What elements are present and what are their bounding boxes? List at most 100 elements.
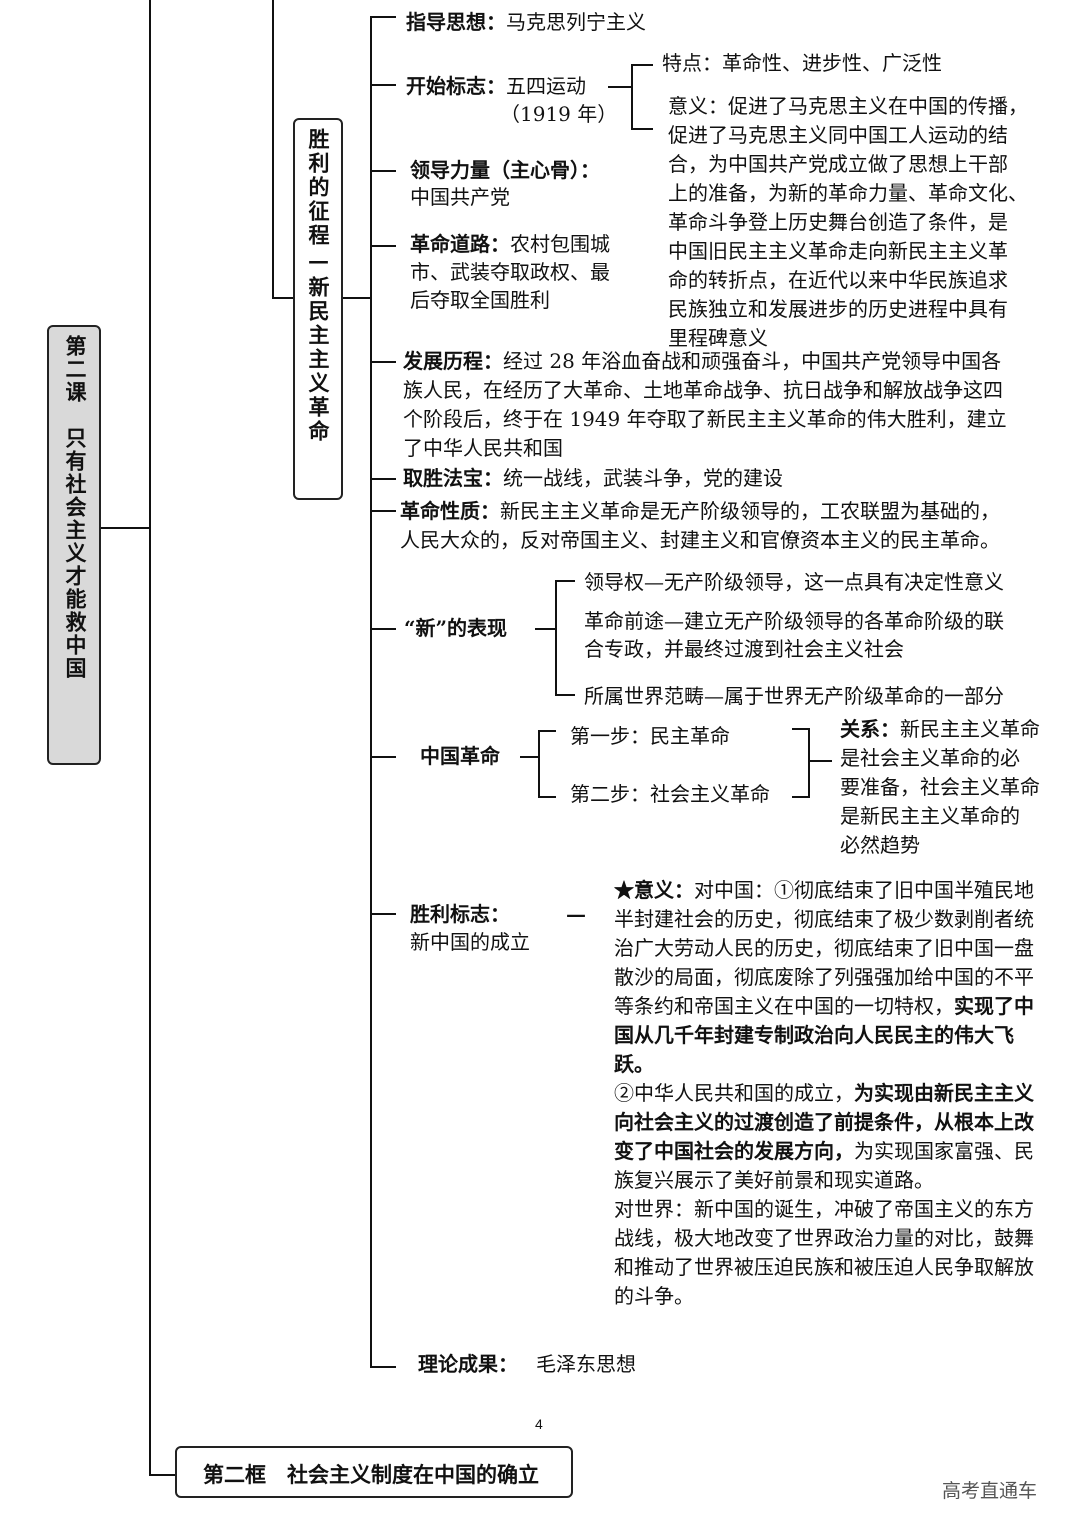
lesson-connector bbox=[101, 527, 150, 529]
start-meaning: 意义：促进了马克思主义在中国的传播， 促进了马克思主义同中国工人运动的结 合，为… bbox=[668, 92, 1028, 353]
china-revolution-step-1: 第一步：民主革命 bbox=[570, 724, 730, 748]
history-line4: 了中华人民共和国 bbox=[403, 436, 563, 460]
start-label: 开始标志： bbox=[406, 74, 506, 98]
lesson-title: 第二课 只有社会主义才能救中国 bbox=[63, 335, 88, 680]
section-connector bbox=[272, 297, 294, 299]
tick-theory bbox=[370, 1366, 396, 1368]
road-node: 革命道路：农村包围城 bbox=[410, 230, 610, 258]
history-node: 发展历程：经过 28 年浴血奋战和顽强奋斗，中国共产党领导中国各 bbox=[403, 347, 1001, 375]
relation-line: 必然趋势 bbox=[840, 833, 920, 857]
start-meaning-line: 上的准备，为新的革命力量、革命文化、 bbox=[668, 181, 1028, 205]
next-section-connector bbox=[149, 1474, 176, 1476]
leader-value: 中国共产党 bbox=[410, 185, 510, 209]
watermark: 高考直通车 bbox=[942, 1480, 1038, 1502]
new-bracket-top bbox=[555, 580, 575, 582]
new-features-item-3: 所属世界范畴—属于世界无产阶级革命的一部分 bbox=[584, 684, 1004, 708]
relation-connector bbox=[808, 760, 832, 762]
leader-label: 领导力量（主心骨）： bbox=[410, 158, 600, 182]
new-bracket-vertical bbox=[555, 580, 557, 696]
start-meaning-line: 合，为中国共产党成立做了思想上干部 bbox=[668, 152, 1008, 176]
history-label: 发展历程： bbox=[403, 349, 503, 373]
new-connector bbox=[535, 628, 557, 630]
section-vertical-line bbox=[272, 0, 274, 299]
tick-road bbox=[370, 245, 396, 247]
start-features: 特点：革命性、进步性、广泛性 bbox=[662, 51, 942, 75]
new-bracket-bottom bbox=[555, 694, 575, 696]
tick-new bbox=[370, 628, 396, 630]
china-bracket-right-vertical bbox=[808, 728, 810, 798]
tick-magic bbox=[370, 478, 396, 480]
victory-p2-run: 为实现国家富强、民族复兴展示了美好前景和现实道路。 bbox=[614, 1139, 1034, 1192]
road-label: 革命道路： bbox=[410, 232, 510, 256]
victory-meaning-world: 对世界：新中国的诞生，冲破了帝国主义的东方战线，极大地改变了世界政治力量的对比，… bbox=[614, 1195, 1044, 1311]
china-bracket-left-vertical bbox=[538, 730, 540, 798]
victory-meaning: ★意义：对中国：①彻底结束了旧中国半殖民地半封建社会的历史，彻底结束了极少数剥削… bbox=[614, 876, 1044, 1311]
start-bracket-bottom bbox=[631, 128, 653, 130]
china-bracket-left-top bbox=[538, 730, 556, 732]
road-line3: 后夺取全国胜利 bbox=[410, 288, 550, 312]
relation-label: 关系： bbox=[840, 717, 900, 741]
tick-history bbox=[370, 361, 396, 363]
start-meaning-line: 意义：促进了马克思主义在中国的传播， bbox=[668, 94, 1028, 118]
start-year: （1919 年） bbox=[500, 102, 618, 126]
relation-line: 关系：新民主主义革命 bbox=[840, 715, 1040, 744]
new-features-label: “新”的表现 bbox=[404, 616, 508, 640]
nature-label: 革命性质： bbox=[400, 499, 500, 523]
start-node: 开始标志：五四运动 bbox=[406, 72, 586, 100]
page-number: 4 bbox=[535, 1416, 543, 1432]
relation-line: 是社会主义革命的必 bbox=[840, 746, 1020, 770]
china-revolution-relation: 关系：新民主主义革命 是社会主义革命的必 要准备，社会主义革命 是新民主主义革命… bbox=[840, 715, 1040, 860]
china-bracket-left-bottom bbox=[538, 796, 556, 798]
start-connector bbox=[608, 86, 632, 88]
magic-value: 统一战线，武装斗争，党的建设 bbox=[503, 466, 783, 490]
road-line1: 农村包围城 bbox=[510, 232, 610, 256]
victory-value: 新中国的成立 bbox=[410, 930, 530, 954]
tick-leader bbox=[370, 170, 396, 172]
section-title-box: 胜利的征程—新民主主义革命 bbox=[293, 118, 343, 500]
start-bracket-vertical bbox=[631, 64, 633, 130]
section-out-connector bbox=[343, 297, 372, 299]
nature-line1: 新民主主义革命是无产阶级领导的，工农联盟为基础的， bbox=[500, 499, 1000, 523]
nature-line2: 人民大众的，反对帝国主义、封建主义和官僚资本主义的民主革命。 bbox=[400, 528, 1000, 552]
relation-text: 新民主主义革命 bbox=[900, 717, 1040, 741]
tick-china-revolution bbox=[370, 756, 396, 758]
china-revolution-label: 中国革命 bbox=[420, 744, 500, 768]
relation-line: 是新民主主义革命的 bbox=[840, 804, 1020, 828]
new-features-item-1: 领导权—无产阶级领导，这一点具有决定性意义 bbox=[584, 570, 1004, 594]
tick-nature bbox=[370, 510, 396, 512]
victory-p3-run: 对世界：新中国的诞生，冲破了帝国主义的东方战线，极大地改变了世界政治力量的对比，… bbox=[614, 1197, 1034, 1308]
theory-value: 毛泽东思想 bbox=[536, 1352, 636, 1376]
guiding-node: 指导思想：马克思列宁主义 bbox=[406, 8, 646, 36]
theory-node: 理论成果：毛泽东思想 bbox=[418, 1350, 636, 1378]
china-bracket-right-top bbox=[792, 728, 810, 730]
tick-guiding bbox=[370, 16, 396, 18]
magic-node: 取胜法宝：统一战线，武装斗争，党的建设 bbox=[403, 464, 783, 492]
victory-label: 胜利标志： bbox=[410, 902, 510, 926]
lesson-title-box: 第二课 只有社会主义才能救中国 bbox=[47, 325, 101, 765]
victory-p2-run: ②中华人民共和国的成立， bbox=[614, 1081, 854, 1105]
road-line2: 市、武装夺取政权、最 bbox=[410, 260, 610, 284]
victory-meaning-china: ★意义：对中国：①彻底结束了旧中国半殖民地半封建社会的历史，彻底结束了极少数剥削… bbox=[614, 876, 1044, 1079]
new-features-item-2-line1: 革命前途—建立无产阶级领导的各革命阶级的联 bbox=[584, 609, 1004, 633]
china-bracket-right-bottom bbox=[792, 796, 810, 798]
start-meaning-line: 命的转折点，在近代以来中华民族追求 bbox=[668, 268, 1008, 292]
victory-dash: — bbox=[566, 902, 586, 926]
main-branch-line bbox=[370, 16, 372, 1368]
start-meaning-line: 里程碑意义 bbox=[668, 326, 768, 350]
nature-node: 革命性质：新民主主义革命是无产阶级领导的，工农联盟为基础的， bbox=[400, 497, 1000, 525]
relation-line: 要准备，社会主义革命 bbox=[840, 775, 1040, 799]
tick-victory bbox=[370, 913, 396, 915]
start-meaning-line: 中国旧民主主义革命走向新民主主义革 bbox=[668, 239, 1008, 263]
start-bracket-top bbox=[631, 64, 653, 66]
history-line3: 个阶段后，终于在 1949 年夺取了新民主主义革命的伟大胜利，建立 bbox=[403, 407, 1007, 431]
new-features-item-2-line2: 合专政，并最终过渡到社会主义社会 bbox=[584, 637, 904, 661]
history-line1: 经过 28 年浴血奋战和顽强奋斗，中国共产党领导中国各 bbox=[503, 349, 1002, 373]
victory-p1-run: 实现了中国从几千年封建专制政治向人民民主的伟大飞跃。 bbox=[614, 994, 1034, 1076]
start-meaning-line: 民族独立和发展进步的历史进程中具有 bbox=[668, 297, 1008, 321]
section-title: 胜利的征程—新民主主义革命 bbox=[306, 128, 331, 444]
victory-p2-run: 为实现由新民主主义向社会主义的过渡创造了前提条件，从根本上改变了中国社会的发展方… bbox=[614, 1081, 1034, 1163]
start-meaning-line: 革命斗争登上历史舞台创造了条件，是 bbox=[668, 210, 1008, 234]
guiding-value: 马克思列宁主义 bbox=[506, 10, 646, 34]
victory-p1-run: ★意义： bbox=[614, 878, 694, 902]
next-section-box: 第二框 社会主义制度在中国的确立 bbox=[175, 1446, 573, 1498]
